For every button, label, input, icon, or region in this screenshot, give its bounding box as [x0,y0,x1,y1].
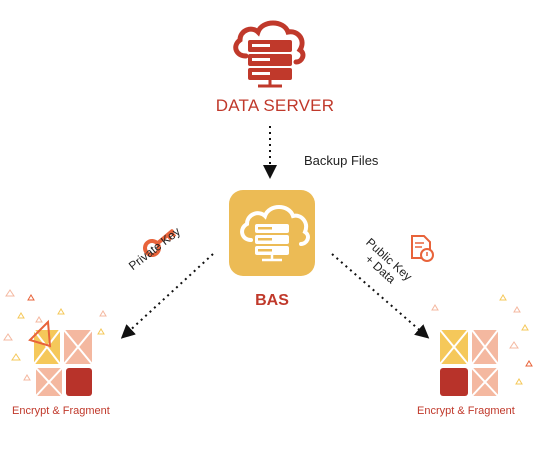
key-icon [143,229,177,257]
document-lock-icon [411,235,434,262]
encrypt-fragment-label-left: Encrypt & Fragment [12,405,110,417]
encrypt-fragment-label-right: Encrypt & Fragment [417,405,515,417]
confetti-decoration-left [3,289,107,381]
private-key-arrow [120,253,214,339]
confetti-decoration-right [431,294,533,385]
fragment-tiles-icon-right [439,329,499,397]
bas-node [229,190,315,276]
public-key-arrow [331,253,430,339]
bas-label: BAS [255,292,289,309]
bas-cloud-server-icon [240,205,310,262]
backup-files-label: Backup Files [304,153,379,168]
data-server-icon [233,20,306,88]
fragment-tiles-icon-left [28,319,93,397]
data-server-label: DATA SERVER [215,96,335,115]
